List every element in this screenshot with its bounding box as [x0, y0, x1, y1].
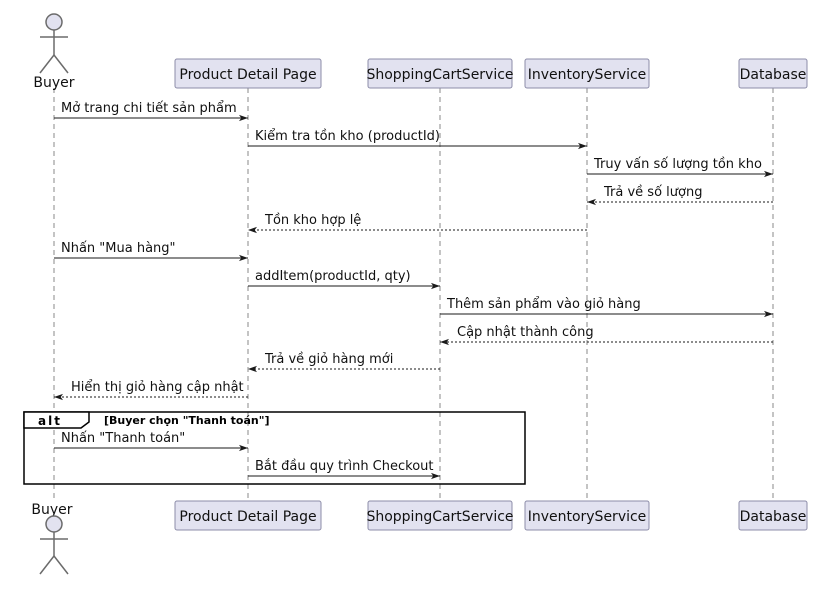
message-label: Thêm sản phẩm vào giỏ hàng [446, 297, 641, 312]
participant-label: ShoppingCartService [366, 67, 513, 83]
participant-label: InventoryService [528, 67, 647, 83]
message-2: Kiểm tra tồn kho (productId) [248, 129, 587, 150]
message-7: addItem(productId, qty) [248, 269, 440, 290]
message-label: Nhấn "Mua hàng" [61, 241, 176, 256]
participant-inv-bottom: InventoryService [524, 500, 650, 531]
actor-label: Buyer [33, 75, 74, 91]
message-1: Mở trang chi tiết sản phẩm [54, 101, 248, 122]
message-label: Mở trang chi tiết sản phẩm [61, 101, 237, 116]
alt-fragment: alt [Buyer chọn "Thanh toán"] [23, 411, 526, 485]
message-label: Trả về giỏ hàng mới [264, 352, 393, 367]
message-label: Trả về số lượng [603, 185, 702, 200]
actor-buyer-top: Buyer [33, 13, 75, 91]
participant-db-top: Database [738, 58, 808, 89]
actor-label: Buyer [31, 502, 72, 518]
participant-label: Product Detail Page [179, 509, 316, 525]
alt-operator: alt [38, 414, 62, 428]
participant-pdp-bottom: Product Detail Page [174, 500, 322, 531]
participant-db-bottom: Database [738, 500, 808, 531]
message-label: Bắt đầu quy trình Checkout [255, 459, 434, 474]
message-label: Hiển thị giỏ hàng cập nhật [71, 380, 244, 395]
return-message-9: Cập nhật thành công [440, 325, 773, 346]
message-label: Nhấn "Thanh toán" [61, 431, 185, 446]
return-message-5: Tồn kho hợp lệ [248, 213, 587, 234]
message-6: Nhấn "Mua hàng" [54, 241, 248, 262]
participant-cart-top: ShoppingCartService [366, 58, 514, 89]
message-label: Kiểm tra tồn kho (productId) [255, 129, 440, 144]
actor-icon [39, 515, 69, 575]
participant-label: Database [740, 509, 807, 525]
message-label: Tồn kho hợp lệ [264, 213, 361, 228]
participant-pdp-top: Product Detail Page [174, 58, 322, 89]
participant-label: InventoryService [528, 509, 647, 525]
participant-label: Product Detail Page [179, 67, 316, 83]
message-12: Nhấn "Thanh toán" [54, 431, 248, 452]
participant-cart-bottom: ShoppingCartService [366, 500, 514, 531]
message-label: addItem(productId, qty) [255, 269, 411, 284]
return-message-10: Trả về giỏ hàng mới [248, 352, 440, 373]
message-8: Thêm sản phẩm vào giỏ hàng [440, 297, 773, 318]
participant-label: Database [740, 67, 807, 83]
actor-icon [39, 13, 69, 74]
message-3: Truy vấn số lượng tồn kho [587, 157, 773, 178]
return-message-4: Trả về số lượng [587, 185, 773, 206]
alt-tab [23, 411, 90, 429]
message-label: Truy vấn số lượng tồn kho [593, 157, 762, 172]
participant-inv-top: InventoryService [524, 58, 650, 89]
participant-label: ShoppingCartService [366, 509, 513, 525]
message-13: Bắt đầu quy trình Checkout [248, 459, 440, 480]
message-label: Cập nhật thành công [457, 325, 594, 340]
alt-guard: [Buyer chọn "Thanh toán"] [104, 414, 270, 427]
actor-buyer-bottom: Buyer [31, 502, 73, 575]
return-message-11: Hiển thị giỏ hàng cập nhật [54, 380, 248, 401]
